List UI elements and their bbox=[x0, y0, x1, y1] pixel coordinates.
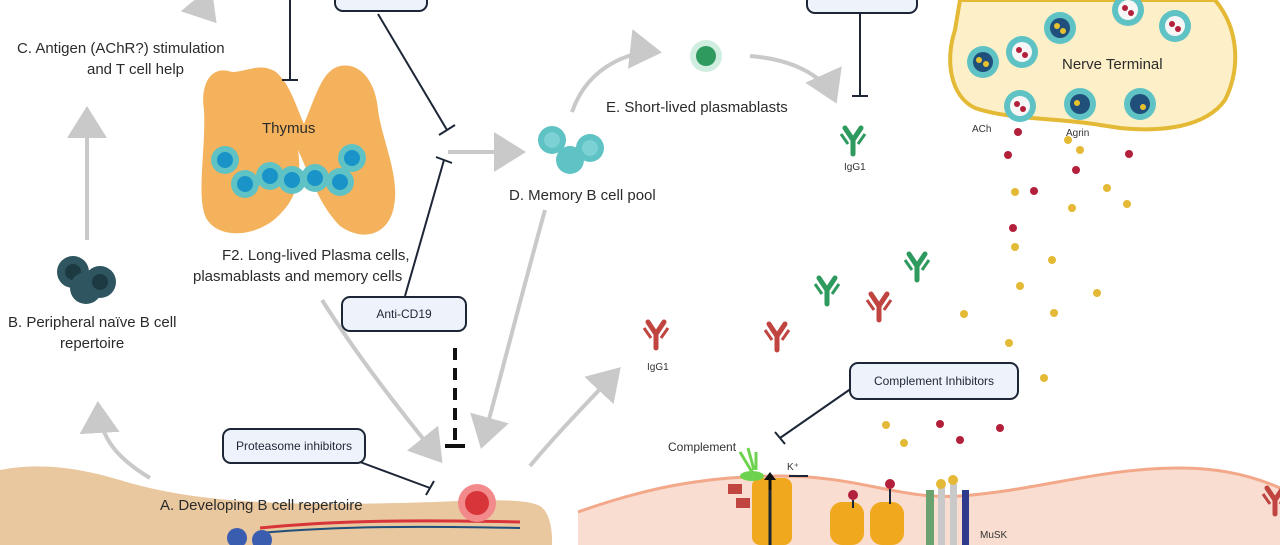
bone-marrow bbox=[0, 466, 553, 545]
plasma-cell bbox=[458, 484, 496, 522]
label-complement: Complement bbox=[668, 440, 737, 454]
complement-inhibitors-box: Complement Inhibitors bbox=[849, 362, 1019, 400]
label-musk: MuSK bbox=[980, 530, 1008, 541]
naive-b-cells bbox=[57, 256, 116, 304]
label-developing-repertoire: A. Developing B cell repertoire bbox=[160, 497, 363, 514]
label-repertoire: repertoire bbox=[60, 335, 125, 352]
achr-receptor bbox=[728, 447, 792, 545]
musk-lrp4-complex bbox=[926, 475, 969, 545]
label-t-cell-help: and T cell help bbox=[87, 61, 185, 78]
label-igg1-left: IgG1 bbox=[647, 362, 669, 373]
ach-molecules bbox=[936, 128, 1133, 444]
memory-b-cells bbox=[538, 126, 604, 174]
ion-channels bbox=[830, 479, 904, 545]
flow-arrows bbox=[67, 0, 842, 480]
label-peripheral-naive: B. Peripheral naïve B cell bbox=[8, 314, 177, 331]
anti-cd19-dashed-line bbox=[445, 348, 465, 448]
nerve-terminal bbox=[948, 0, 1238, 132]
label-antigen-stimulation: C. Antigen (AChR?) stimulation bbox=[17, 40, 225, 57]
anti-cd19-box: Anti-CD19 bbox=[341, 296, 467, 332]
igg1-antibody-top bbox=[841, 128, 865, 154]
label-agrin: Agrin bbox=[1066, 128, 1090, 139]
igg1-antibody-left bbox=[644, 322, 668, 348]
label-memory-pool: D. Memory B cell pool bbox=[509, 187, 656, 204]
label-long-lived-plasma: F2. Long-lived Plasma cells, bbox=[222, 247, 410, 264]
agrin-molecules bbox=[882, 136, 1131, 447]
label-k-plus: K⁺ bbox=[787, 462, 799, 473]
box-top-right bbox=[806, 0, 918, 14]
label-thymus: Thymus bbox=[262, 120, 316, 137]
box-top-left bbox=[334, 0, 428, 12]
label-nerve-terminal: Nerve Terminal bbox=[1062, 56, 1163, 73]
thymus bbox=[201, 65, 396, 235]
label-short-lived-plasmablasts: E. Short-lived plasmablasts bbox=[606, 99, 788, 116]
plasmablast bbox=[690, 40, 722, 72]
antibody bbox=[765, 324, 789, 350]
proteasome-inhibitors-box: Proteasome inhibitors bbox=[222, 428, 366, 464]
antibody bbox=[867, 294, 891, 320]
label-igg1-top: IgG1 bbox=[844, 162, 866, 173]
antibody bbox=[905, 254, 929, 280]
antibody bbox=[815, 278, 839, 304]
label-plasmablasts-memory: plasmablasts and memory cells bbox=[193, 268, 403, 285]
inhibitor-lines bbox=[282, 0, 868, 496]
label-ach: ACh bbox=[972, 124, 992, 135]
